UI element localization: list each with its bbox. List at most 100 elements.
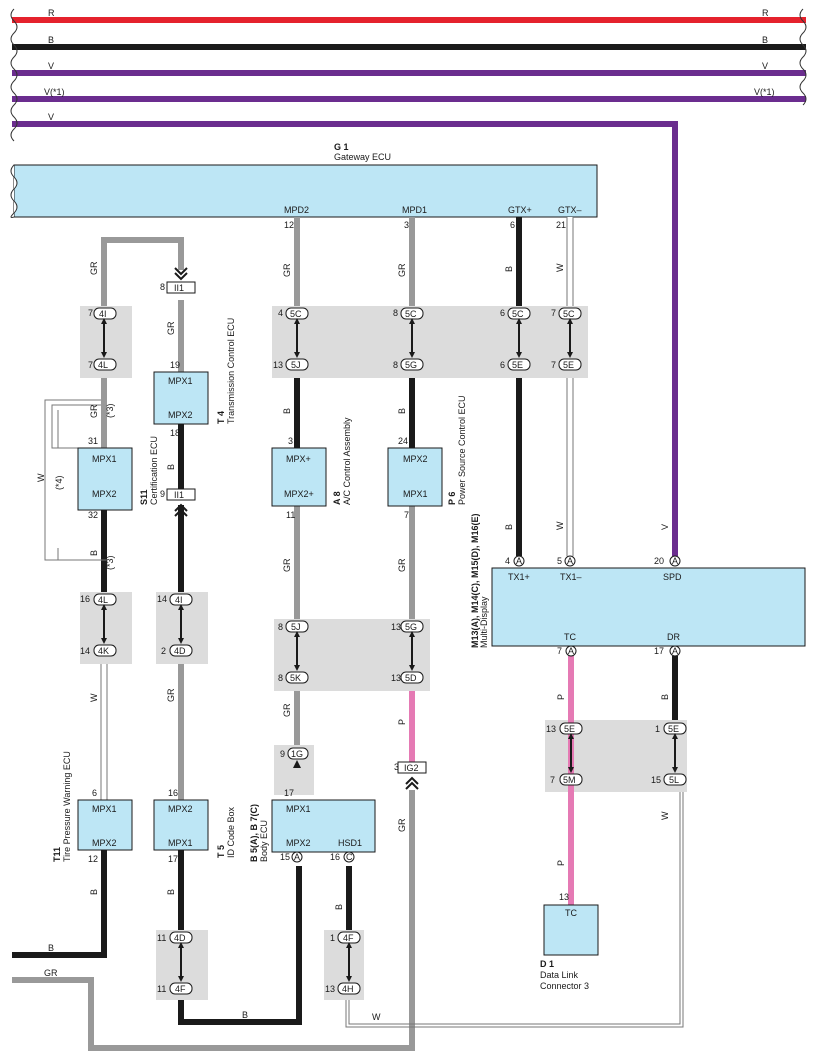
diagram-label: P 6 — [447, 492, 457, 505]
diagram-label: II1 — [174, 490, 184, 500]
diagram-label: 4D — [174, 933, 186, 943]
diagram-label: 5M — [563, 775, 576, 785]
diagram-label: Tire Pressure Warning ECU — [62, 751, 72, 862]
diagram-label: TC — [564, 632, 576, 642]
diagram-label: GTX– — [558, 205, 582, 215]
diagram-label: TX1– — [560, 572, 582, 582]
diagram-label: GR — [166, 688, 176, 702]
diagram-label: 13 — [391, 622, 401, 632]
diagram-label: 4I — [99, 309, 107, 319]
diagram-label: B — [166, 464, 176, 470]
diagram-label: R — [762, 8, 769, 18]
gateway-ecu: G 1 Gateway ECU MPD2 MPD1 GTX+ GTX– — [10, 142, 598, 218]
diagram-label: V — [762, 61, 768, 71]
diagram-label: 4K — [98, 646, 109, 656]
diagram-label: A — [672, 646, 678, 656]
diagram-label: B — [89, 889, 99, 895]
diagram-label: W — [372, 1012, 381, 1022]
diagram-label: 6 — [500, 360, 505, 370]
diagram-label: GR — [282, 703, 292, 717]
diagram-label: MPX2 — [92, 838, 117, 848]
diagram-label: Power Source Control ECU — [457, 395, 467, 505]
diagram-label: 21 — [556, 220, 566, 230]
diagram-label: 7 — [88, 360, 93, 370]
diagram-label: MPX1 — [286, 804, 311, 814]
diagram-label: 12 — [88, 854, 98, 864]
diagram-label: GR — [397, 263, 407, 277]
diagram-label: 14 — [157, 594, 167, 604]
bus-v-spd — [12, 121, 678, 556]
diagram-label: 5 — [557, 556, 562, 566]
diagram-label: 6 — [92, 788, 97, 798]
diagram-label: B — [504, 524, 514, 530]
diagram-label: 8 — [160, 282, 165, 292]
diagram-label: V(*1) — [754, 87, 775, 97]
diagram-label: 11 — [286, 510, 295, 520]
diagram-label: 16 — [168, 788, 178, 798]
diagram-label: 16 — [80, 594, 90, 604]
diagram-label: 19 — [170, 360, 180, 370]
diagram-label: 5C — [563, 309, 575, 319]
diagram-label: GTX+ — [508, 205, 532, 215]
diagram-label: W — [89, 693, 99, 702]
diagram-label: 18 — [170, 428, 180, 438]
diagram-label: A 8 — [332, 491, 342, 505]
diagram-label: 4L — [98, 595, 108, 605]
diagram-label: GR — [282, 558, 292, 572]
diagram-label: TX1+ — [508, 572, 530, 582]
diagram-label: D 1 — [540, 959, 554, 969]
diagram-label: A — [567, 556, 573, 566]
diagram-label: GR — [397, 818, 407, 832]
diagram-label: 4D — [174, 646, 186, 656]
diagram-label: II1 — [174, 283, 184, 293]
diagram-label: P — [397, 719, 407, 725]
diagram-label: 5G — [405, 360, 417, 370]
diagram-label: B — [166, 889, 176, 895]
diagram-label: GR — [89, 261, 99, 275]
diagram-label: 5L — [669, 775, 679, 785]
diagram-label: 3 — [394, 762, 399, 772]
diagram-label: 7 — [88, 308, 93, 318]
diagram-label: GR — [166, 321, 176, 335]
diagram-label: 7 — [404, 510, 409, 520]
diagram-label: 5C — [290, 309, 302, 319]
connectors — [93, 281, 687, 995]
diagram-label: 14 — [80, 646, 90, 656]
diagram-label: 5E — [564, 724, 575, 734]
diagram-label: Multi-Display — [479, 596, 489, 648]
diagram-label: GR — [282, 263, 292, 277]
diagram-label: V — [48, 61, 54, 71]
diagram-label: T 4 — [216, 411, 226, 424]
diagram-label: C — [346, 852, 353, 862]
diagram-label: 1G — [291, 749, 303, 759]
diagram-label: B — [242, 1010, 248, 1020]
diagram-label: 13 — [325, 984, 335, 994]
diagram-label: 4 — [505, 556, 510, 566]
diagram-label: 13 — [273, 360, 283, 370]
diagram-label: 8 — [278, 622, 283, 632]
diagram-label: GR — [89, 404, 99, 418]
diagram-label: A — [568, 646, 574, 656]
diagram-label: 7 — [551, 360, 556, 370]
diagram-label: MPX2 — [168, 804, 193, 814]
diagram-label: IG2 — [404, 763, 419, 773]
ecus: MPX1 MPX2 T 4 Transmission Control ECU M… — [52, 318, 806, 991]
diagram-label: B — [334, 904, 344, 910]
diagram-label: MPX2 — [403, 454, 428, 464]
diagram-label: 5J — [291, 360, 301, 370]
diagram-label: W — [555, 521, 565, 530]
diagram-label: B — [48, 943, 54, 953]
arrow-icons — [101, 267, 678, 982]
diagram-label: B — [762, 35, 768, 45]
diagram-label: 3 — [404, 220, 409, 230]
diagram-label: 8 — [278, 673, 283, 683]
diagram-label: 20 — [654, 556, 664, 566]
diagram-label: MPX1 — [92, 454, 117, 464]
diagram-label: B — [48, 35, 54, 45]
diagram-label: MPD2 — [284, 205, 309, 215]
diagram-label: W — [660, 811, 670, 820]
diagram-label: HSD1 — [338, 838, 362, 848]
power-buses — [10, 8, 807, 556]
diagram-label: 13 — [559, 892, 569, 902]
